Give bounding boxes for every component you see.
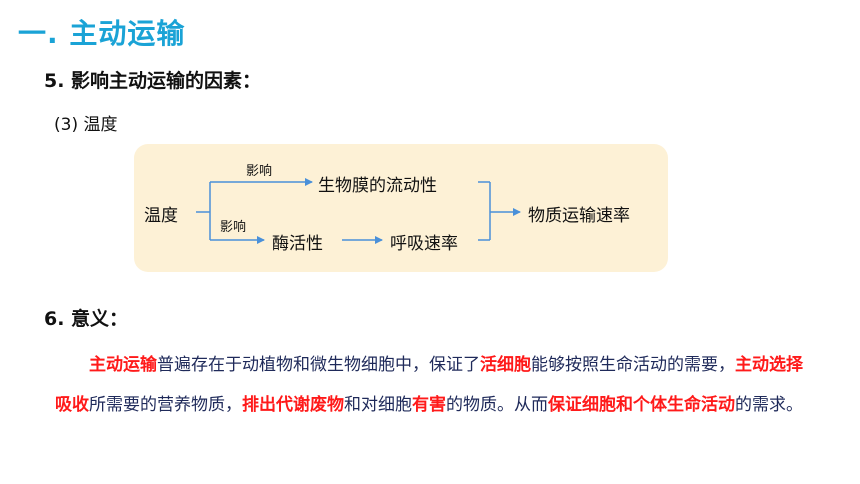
highlighted-phrase: 排出代谢废物: [242, 395, 344, 415]
node-transport-rate: 物质运输速率: [528, 206, 630, 226]
node-membrane-fluidity: 生物膜的流动性: [318, 176, 437, 196]
highlighted-phrase: 主动运输: [89, 355, 157, 375]
temperature-diagram: 温度 影响 影响 生物膜的流动性 酶活性 呼吸速率 物质运输速率: [134, 144, 668, 272]
text-run: 的需求。: [735, 395, 803, 415]
section-6-heading: 6. 意义：: [44, 308, 129, 330]
significance-paragraph: 主动运输普遍存在于动植物和微生物细胞中，保证了活细胞能够按照生命活动的需要，主动…: [55, 345, 815, 425]
node-enzyme-activity: 酶活性: [272, 234, 323, 254]
subsection-3-heading: (3) 温度: [54, 115, 118, 135]
slide-title: 一. 主动运输: [18, 17, 186, 50]
diagram-arrows: [196, 178, 521, 244]
text-run: 所需要的营养物质，: [89, 395, 242, 415]
highlighted-phrase: 保证细胞和个体生命活动: [548, 395, 735, 415]
highlighted-phrase: 主动选择吸收: [55, 355, 803, 415]
text-run: 和对细胞: [344, 395, 412, 415]
section-5-heading: 5. 影响主动运输的因素：: [44, 70, 262, 92]
text-run: 能够按照生命活动的需要，: [531, 355, 735, 375]
edge-label-bottom: 影响: [220, 220, 247, 235]
highlighted-phrase: 活细胞: [480, 355, 531, 375]
edge-label-top: 影响: [246, 164, 273, 179]
node-temperature: 温度: [144, 206, 178, 226]
node-respiration-rate: 呼吸速率: [390, 234, 458, 254]
highlighted-phrase: 有害: [412, 395, 446, 415]
text-run: 普遍存在于动植物和微生物细胞中，保证了: [157, 355, 480, 375]
text-run: 的物质。从而: [446, 395, 548, 415]
significance-text: 主动运输普遍存在于动植物和微生物细胞中，保证了活细胞能够按照生命活动的需要，主动…: [55, 345, 815, 425]
